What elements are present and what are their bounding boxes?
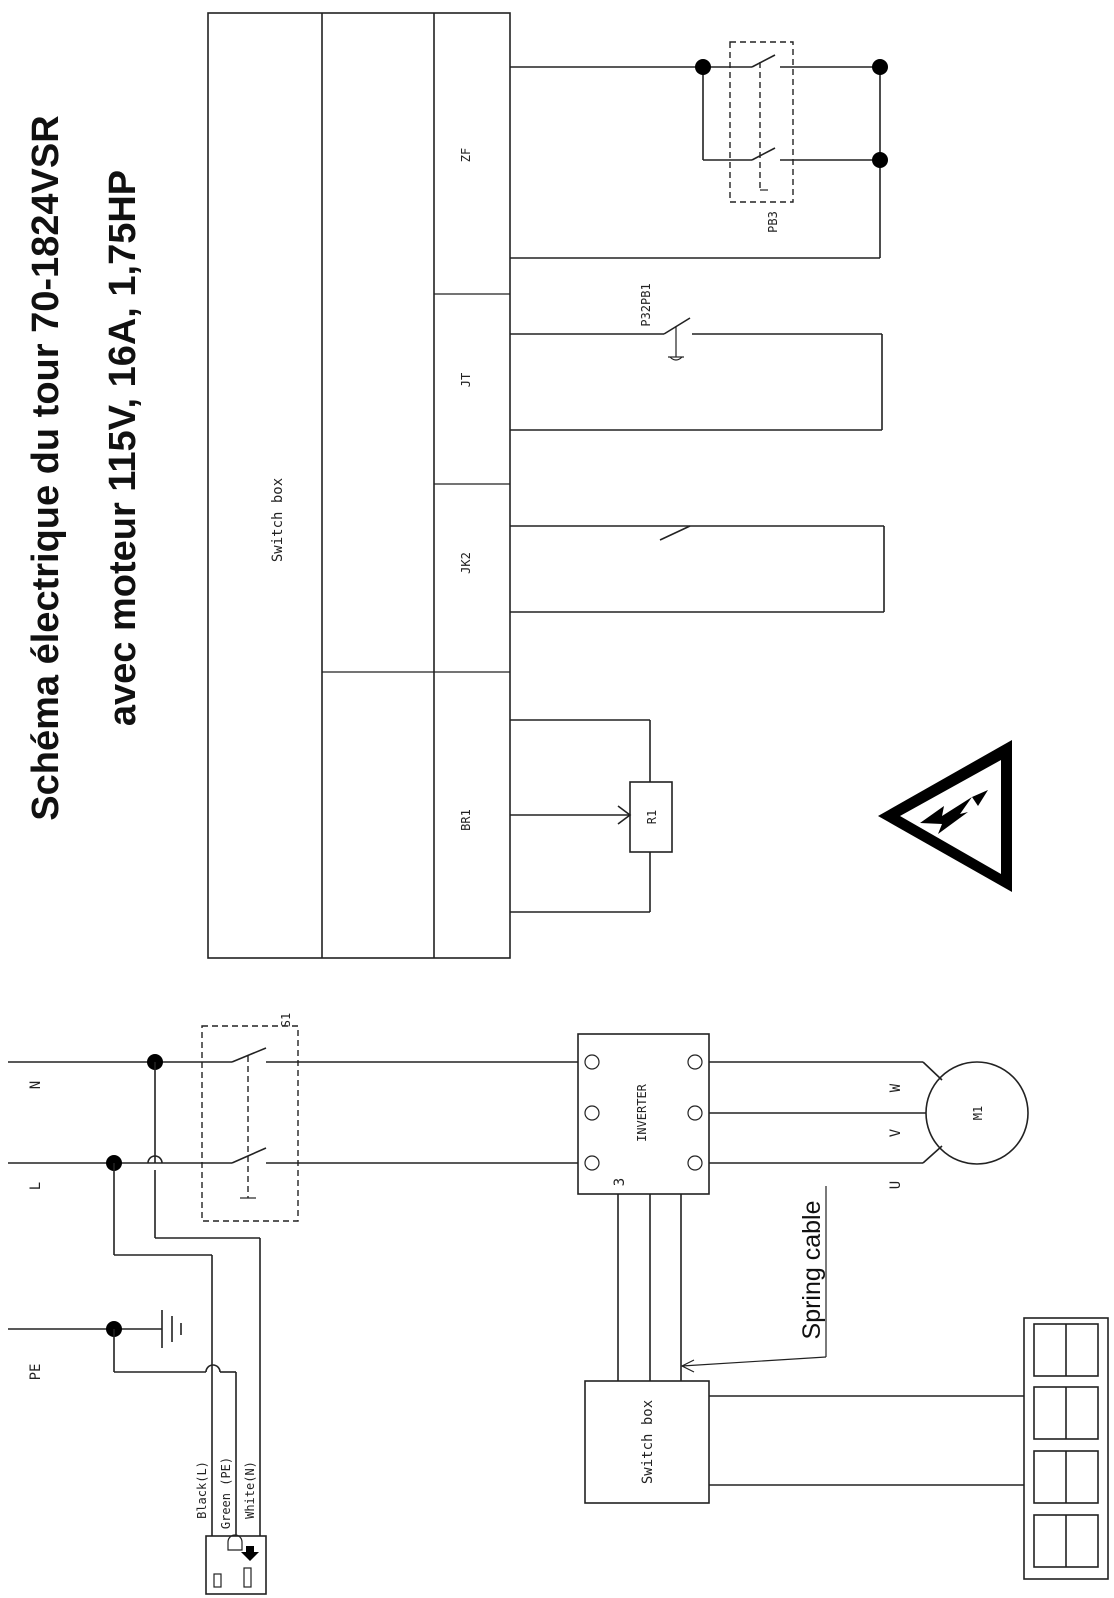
control-button-panel xyxy=(1023,1317,1109,1580)
plug-wiring: Black(L) Green (PE) White(N) xyxy=(113,1062,261,1536)
terminal-jt: JT xyxy=(459,373,473,387)
switch-box-panel: Switch box ZF JT JK2 BR1 xyxy=(207,12,511,959)
switch-box-panel-label: Switch box xyxy=(270,478,286,562)
line-pe-label: PE xyxy=(28,1364,44,1381)
jk2-circuit xyxy=(510,525,885,613)
terminal-jk2: JK2 xyxy=(459,552,473,574)
pb3-label: PB3 xyxy=(766,211,780,233)
switch-box-small: Switch box xyxy=(584,1380,1024,1504)
phase-u-label: U xyxy=(888,1181,904,1189)
wire-green-label: Green (PE) xyxy=(219,1457,233,1529)
r1-circuit: R1 xyxy=(510,719,673,913)
p32pb1-circuit: P32PB1 xyxy=(510,283,883,431)
wire-black-label: Black(L) xyxy=(195,1461,209,1519)
motor-label: M1 xyxy=(971,1106,985,1120)
r1-label: R1 xyxy=(645,810,659,824)
line-l-label: L xyxy=(28,1182,44,1190)
p32pb1-label: P32PB1 xyxy=(639,283,653,326)
inverter-label: INVERTER xyxy=(635,1083,649,1142)
title-line-2: avec moteur 115V, 16A, 1,75HP xyxy=(102,170,144,726)
title-block: Schéma électrique du tour 70-1824VSR ave… xyxy=(25,115,144,820)
mains-lines: N L PE xyxy=(8,1054,232,1380)
phase-w-label: W xyxy=(888,1083,904,1092)
motor-m1: M1 W V U xyxy=(709,1061,1029,1189)
title-line-1: Schéma électrique du tour 70-1824VSR xyxy=(25,115,67,820)
spring-cable-label: Spring cable xyxy=(798,1201,826,1340)
ground-symbol-icon xyxy=(161,1310,182,1348)
s1-switch: S1 xyxy=(201,1013,578,1222)
terminal-zf: ZF xyxy=(459,148,473,162)
phase-v-label: V xyxy=(888,1128,904,1137)
terminal-br1: BR1 xyxy=(459,809,473,831)
pb3-circuit: PB3 xyxy=(510,41,888,259)
wire-white-label: White(N) xyxy=(243,1461,257,1519)
switch-box-small-label: Switch box xyxy=(640,1400,656,1484)
spring-cable: Spring cable xyxy=(617,1186,827,1381)
high-voltage-warning-icon xyxy=(878,740,1012,892)
plug-socket-icon xyxy=(205,1534,267,1595)
inverter: INVERTER 3 xyxy=(577,1033,710,1195)
inverter-terminal-label: 3 xyxy=(612,1178,628,1186)
s1-label: S1 xyxy=(279,1013,293,1027)
line-n-label: N xyxy=(28,1081,44,1089)
